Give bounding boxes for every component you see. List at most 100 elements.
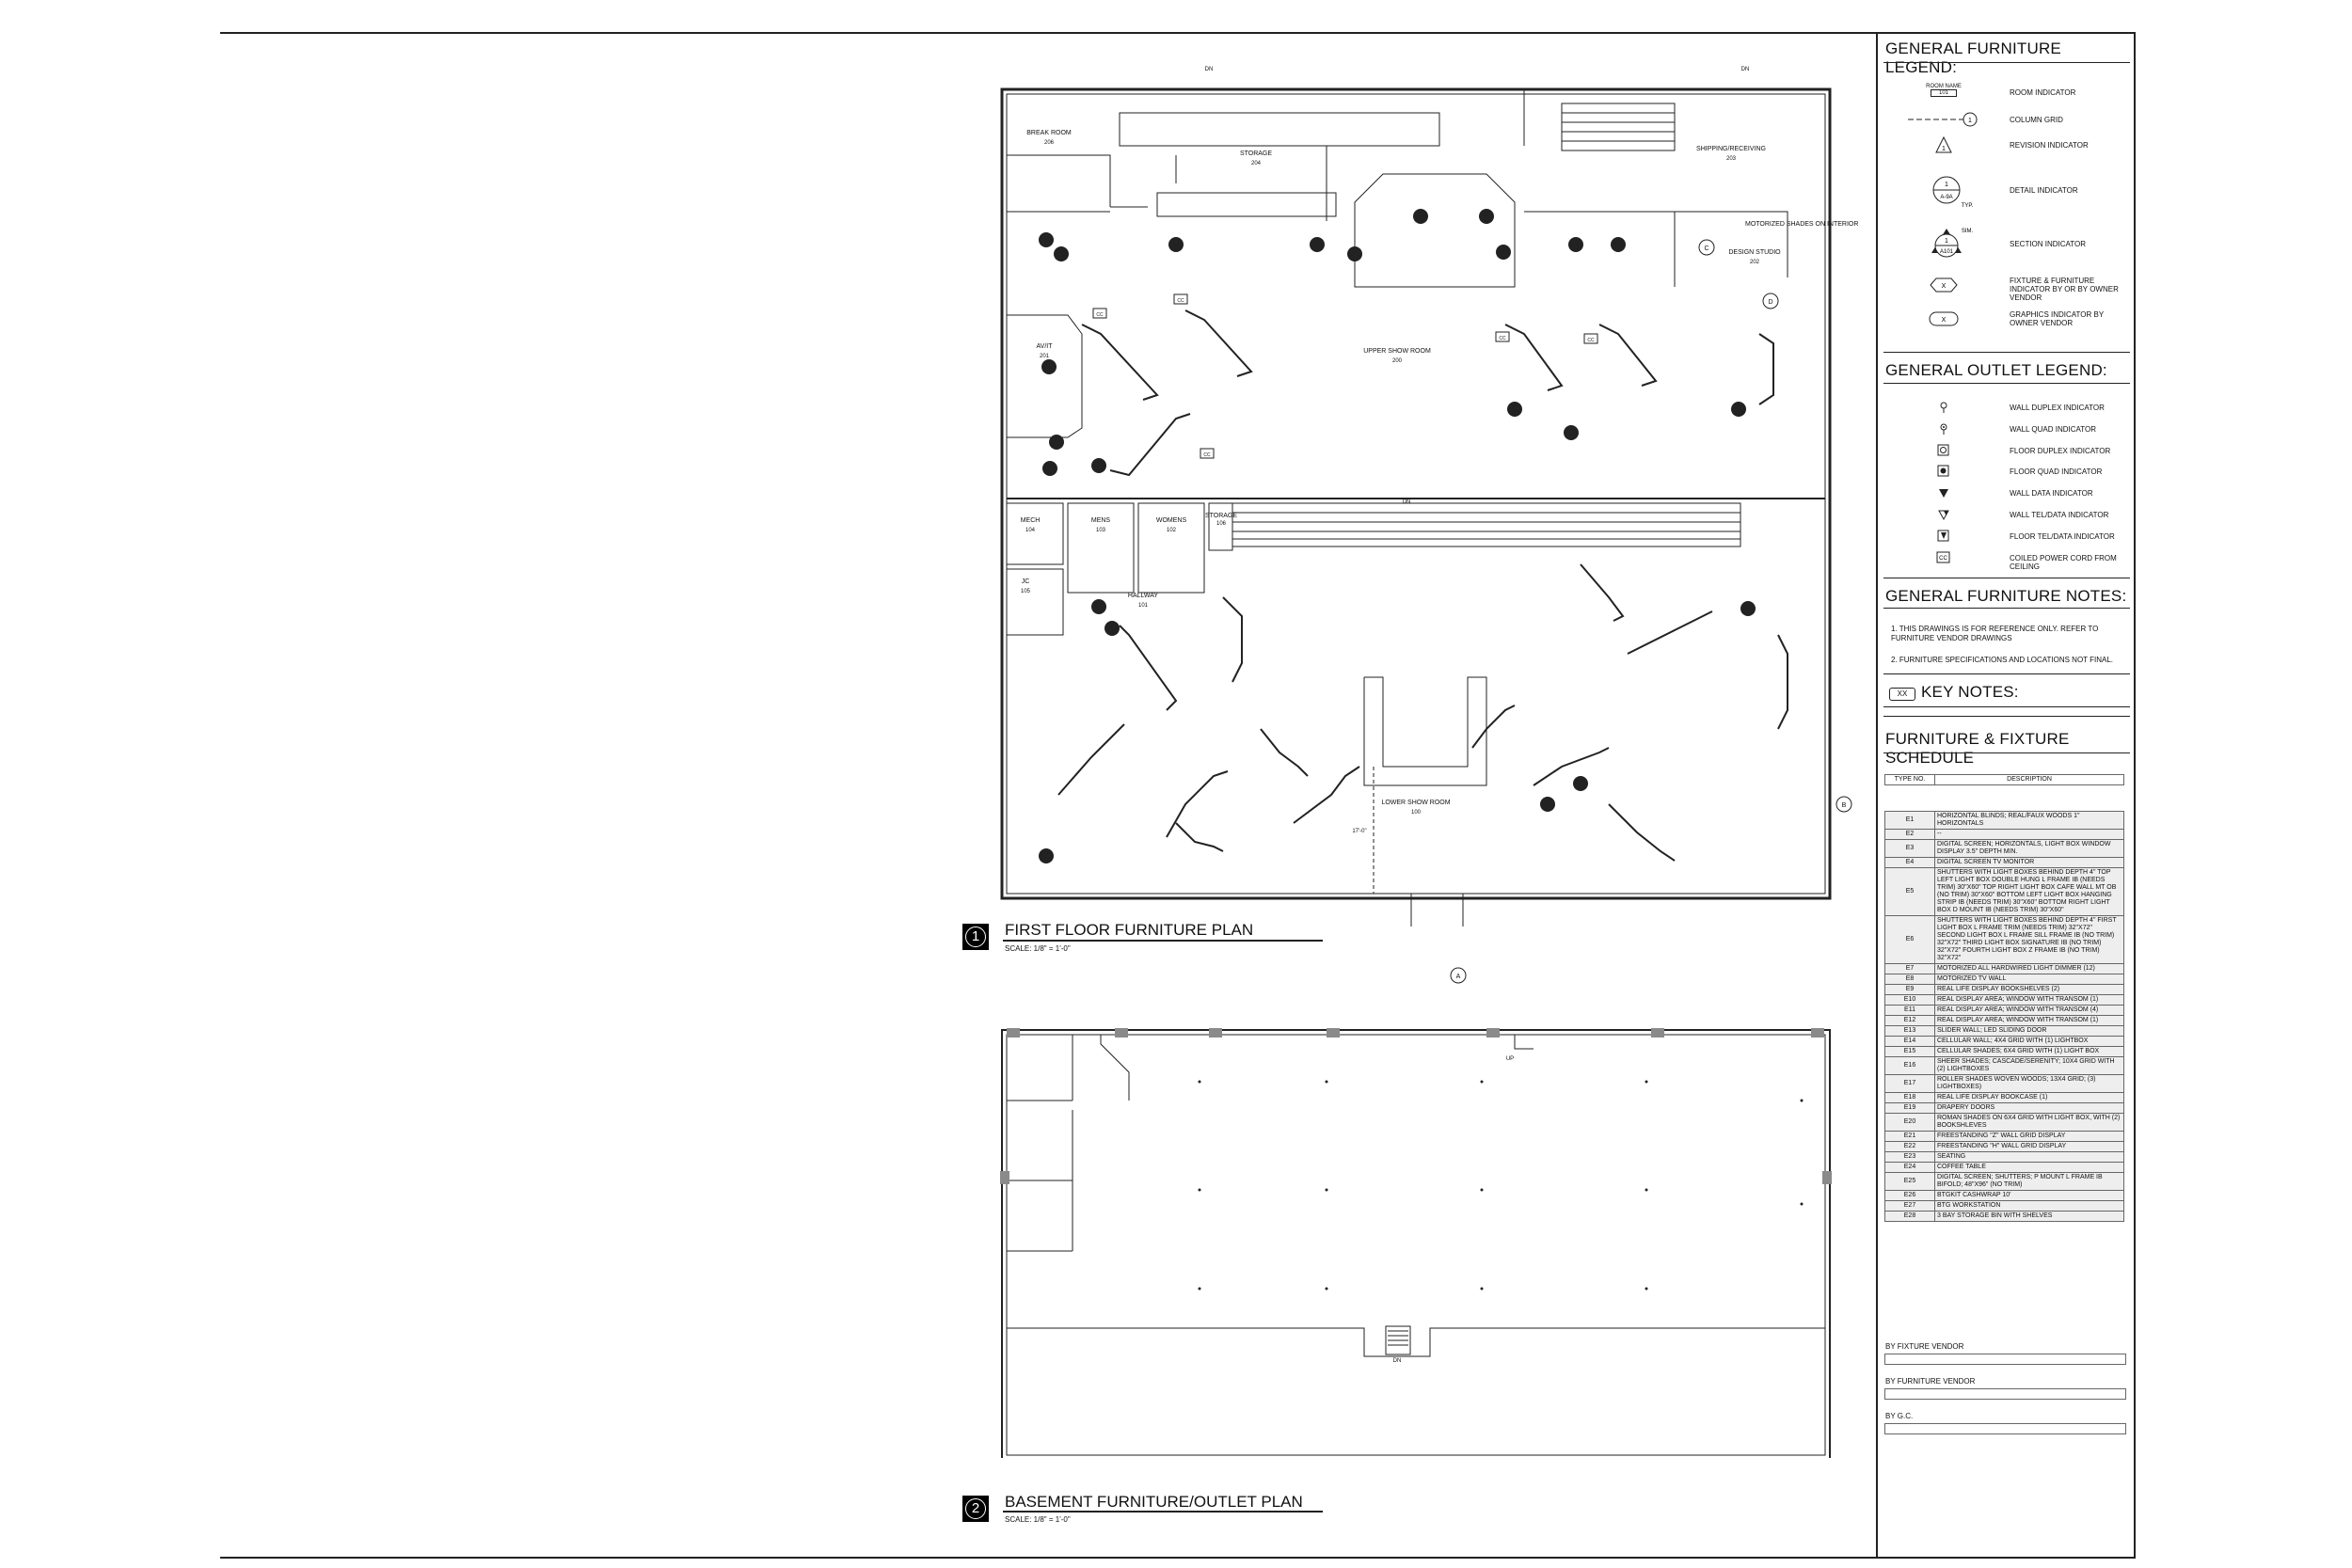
outlet-row: WALL QUAD INDICATOR xyxy=(1878,420,2136,439)
svg-text:TYP.: TYP. xyxy=(1962,203,1974,209)
room-label: SHIPPING/RECEIVING xyxy=(1696,146,1766,152)
vendor-box xyxy=(1884,1388,2126,1400)
stair-up-label: UP xyxy=(1506,1056,1514,1062)
sheet-right-border xyxy=(2134,32,2136,1559)
room-number: 206 xyxy=(1044,140,1055,146)
revision-triangle-icon: 1 xyxy=(1935,135,1952,153)
legend-label: FIXTURE & FURNITURE INDICATOR BY OR BY O… xyxy=(2010,277,2119,302)
svg-text:1: 1 xyxy=(1968,118,1972,124)
svg-text:X: X xyxy=(1942,317,1947,324)
floor-tel-data-icon xyxy=(1937,530,1949,542)
furniture-notes-title: GENERAL FURNITURE NOTES: xyxy=(1885,587,2127,605)
wall-duplex-icon xyxy=(1940,402,1947,413)
sheet-bottom-border xyxy=(220,1557,2136,1559)
schedule-description: SLIDER WALL; LED SLIDING DOOR xyxy=(1934,1025,2124,1037)
legend-label: FLOOR TEL/DATA INDICATOR xyxy=(2010,532,2115,541)
section-indicator-icon: 1 A101 SIM. xyxy=(1931,229,1973,258)
schedule-code: E2 xyxy=(1884,829,1935,840)
plan-title-rule xyxy=(1003,1511,1323,1513)
room-label: HALLWAY xyxy=(1128,593,1158,599)
svg-text:X: X xyxy=(1942,283,1947,290)
legend-row-section: 1 A101 SIM. SECTION INDICATOR xyxy=(1878,223,2136,262)
schedule-code: E23 xyxy=(1884,1151,1935,1163)
graphics-indicator-icon: X xyxy=(1929,311,1959,326)
legend-row-column-grid: 1 COLUMN GRID xyxy=(1878,110,2136,129)
schedule-description: SHEER SHADES; CASCADE/SERENITY; 10X4 GRI… xyxy=(1934,1056,2124,1075)
plan-scale: SCALE: 1/8" = 1'-0" xyxy=(1005,944,1071,953)
svg-text:1: 1 xyxy=(1942,146,1946,152)
schedule-code: E19 xyxy=(1884,1102,1935,1114)
key-notes-tag: XX xyxy=(1889,688,1915,701)
schedule-description: REAL LIFE DISPLAY BOOKCASE (1) xyxy=(1934,1092,2124,1103)
fixture-indicator-icon: X xyxy=(1930,277,1958,293)
room-tag-icon: ROOM NAME 101 xyxy=(1926,84,1962,97)
schedule-code: E24 xyxy=(1884,1162,1935,1173)
stair-dn-label: DN xyxy=(1741,67,1750,72)
legend-label: FLOOR QUAD INDICATOR xyxy=(2010,467,2103,476)
plan-number-badge: 1 xyxy=(962,924,989,950)
legend-label: WALL DATA INDICATOR xyxy=(2010,489,2093,498)
svg-text:A-9A: A-9A xyxy=(1940,195,1952,200)
schedule-code: E4 xyxy=(1884,857,1935,868)
schedule-description: CELLULAR SHADES; 6X4 GRID WITH (1) LIGHT… xyxy=(1934,1046,2124,1057)
schedule-description: REAL DISPLAY AREA; WINDOW WITH TRANSOM (… xyxy=(1934,1015,2124,1026)
legend-row-graphics: X GRAPHICS INDICATOR BY OWNER VENDOR xyxy=(1878,309,2136,331)
schedule-header-table: TYPE NO. DESCRIPTION xyxy=(1884,774,2124,785)
room-number: 102 xyxy=(1167,528,1177,533)
cc-marker: CC xyxy=(1499,336,1506,341)
schedule-description: BTG WORKSTATION xyxy=(1934,1200,2124,1212)
schedule-code: E9 xyxy=(1884,984,1935,995)
room-number: 106 xyxy=(1216,521,1227,527)
furniture-legend-title: GENERAL FURNITURE LEGEND: xyxy=(1885,40,2061,76)
plan-note: MOTORIZED SHADES ON INTERIOR xyxy=(1745,221,1858,228)
svg-text:1: 1 xyxy=(1945,182,1948,188)
stair-dn-label: DN xyxy=(1403,499,1411,505)
cc-marker: CC xyxy=(1096,312,1104,318)
room-label: LOWER SHOW ROOM xyxy=(1381,800,1450,806)
outlet-row: WALL TEL/DATA INDICATOR xyxy=(1878,506,2136,525)
schedule-code: E28 xyxy=(1884,1211,1935,1222)
schedule-description: COFFEE TABLE xyxy=(1934,1162,2124,1173)
schedule-description: SEATING xyxy=(1934,1151,2124,1163)
schedule-description: DIGITAL SCREEN; SHUTTERS; P MOUNT L FRAM… xyxy=(1934,1172,2124,1191)
column-grid-icon: 1 xyxy=(1908,112,1978,127)
legend-label: FLOOR DUPLEX INDICATOR xyxy=(2010,447,2111,455)
room-number: 105 xyxy=(1021,589,1031,594)
floor-quad-icon xyxy=(1937,465,1949,477)
cc-marker: CC xyxy=(1203,452,1211,458)
wall-data-icon xyxy=(1939,489,1948,498)
divider xyxy=(1883,62,2130,63)
schedule-row: E2-- xyxy=(1884,829,2124,840)
legend-label: WALL TEL/DATA INDICATOR xyxy=(2010,511,2109,519)
outlet-row: CC COILED POWER CORD FROM CEILING xyxy=(1878,549,2136,571)
schedule-code: E8 xyxy=(1884,974,1935,985)
sheet-panel-divider xyxy=(1876,32,1878,1559)
schedule-description: MOTORIZED TV WALL xyxy=(1934,974,2124,985)
schedule-description: HORIZONTAL BLINDS; REAL/FAUX WOODS 1" HO… xyxy=(1934,811,2124,830)
schedule-description: REAL DISPLAY AREA; WINDOW WITH TRANSOM (… xyxy=(1934,1005,2124,1016)
schedule-code: E17 xyxy=(1884,1074,1935,1093)
schedule-code: E11 xyxy=(1884,1005,1935,1016)
wall-tel-data-icon xyxy=(1938,510,1949,521)
key-notes-title: KEY NOTES: xyxy=(1921,683,2019,701)
schedule-description: ROLLER SHADES WOVEN WOODS; 13X4 GRID; (3… xyxy=(1934,1074,2124,1093)
legend-label: DETAIL INDICATOR xyxy=(2010,186,2078,195)
schedule-code: E16 xyxy=(1884,1056,1935,1075)
schedule-code: E20 xyxy=(1884,1113,1935,1132)
legend-row-fixture: X FIXTURE & FURNITURE INDICATOR BY OR BY… xyxy=(1878,275,2136,302)
detail-indicator-icon: 1 A-9A TYP. xyxy=(1932,176,1974,209)
legend-label: COLUMN GRID xyxy=(2010,116,2063,124)
schedule-code: E27 xyxy=(1884,1200,1935,1212)
plan-scale: SCALE: 1/8" = 1'-0" xyxy=(1005,1515,1071,1524)
plan-title: FIRST FLOOR FURNITURE PLAN xyxy=(1005,921,1254,939)
wall-quad-icon xyxy=(1940,423,1947,435)
vendor-box xyxy=(1884,1354,2126,1365)
